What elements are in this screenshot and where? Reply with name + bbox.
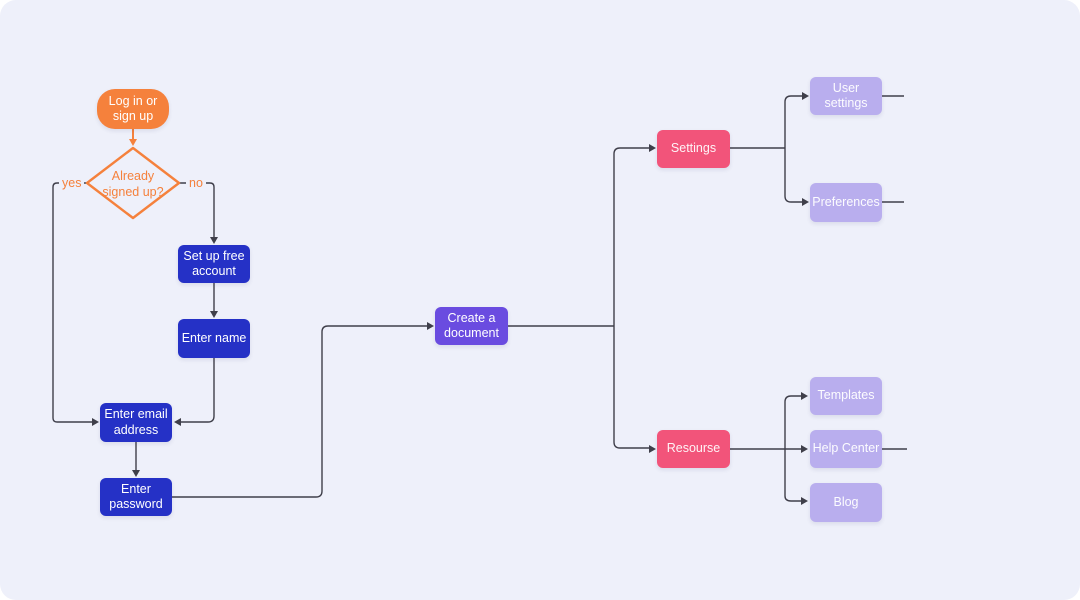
arrowhead <box>801 392 808 400</box>
arrowhead-orange <box>129 139 137 146</box>
node-label: Blog <box>833 494 859 509</box>
node-label: Set up free account <box>183 248 245 279</box>
edge-split-to-preferences <box>784 148 803 203</box>
node-label: Help Center <box>812 441 880 456</box>
node-preferences[interactable]: Preferences <box>810 183 882 222</box>
edge-label-yes: yes <box>59 176 85 190</box>
node-label: Settings <box>670 141 717 156</box>
edge-decision-yes-to-email <box>52 182 93 423</box>
node-label: Create a document <box>444 310 499 341</box>
edge-name-to-email <box>180 358 215 423</box>
arrowhead <box>802 92 809 100</box>
edge-password-to-create <box>172 325 428 498</box>
arrowhead <box>92 418 99 426</box>
node-enter-name[interactable]: Enter name <box>178 319 250 358</box>
arrowhead <box>649 144 656 152</box>
arrowhead <box>801 445 808 453</box>
arrowhead <box>132 470 140 477</box>
node-help-center[interactable]: Help Center <box>810 430 882 468</box>
node-decision-label: Already signed up? <box>88 167 178 201</box>
edge-split-to-resourse <box>613 326 650 449</box>
arrowhead <box>801 497 808 505</box>
node-login-signup[interactable]: Log in or sign up <box>97 89 169 129</box>
node-templates[interactable]: Templates <box>810 377 882 415</box>
arrowhead <box>649 445 656 453</box>
node-enter-password[interactable]: Enter password <box>100 478 172 516</box>
node-label: Enter password <box>109 481 163 512</box>
node-label: Already signed up? <box>102 168 164 199</box>
node-create-document[interactable]: Create a document <box>435 307 508 345</box>
node-label: Templates <box>817 388 875 403</box>
node-label: Enter name <box>181 330 247 345</box>
node-blog[interactable]: Blog <box>810 483 882 522</box>
edge-split-to-settings <box>613 147 650 326</box>
decision-diamond-shape[interactable] <box>85 146 181 220</box>
node-settings[interactable]: Settings <box>657 130 730 168</box>
node-label: Preferences <box>812 194 880 209</box>
edge-decision-no-to-setup <box>179 182 215 238</box>
node-enter-email-address[interactable]: Enter email address <box>100 403 172 442</box>
arrowhead <box>210 237 218 244</box>
node-label: Resourse <box>666 441 721 456</box>
edge-label-no: no <box>186 176 206 190</box>
node-user-settings[interactable]: User settings <box>810 77 882 115</box>
edge-split-to-blog <box>784 449 802 502</box>
node-setup-free-account[interactable]: Set up free account <box>178 245 250 283</box>
edge-split-to-user-settings <box>784 95 803 148</box>
edge-split-to-templates <box>784 395 802 449</box>
arrowhead <box>427 322 434 330</box>
node-resourse[interactable]: Resourse <box>657 430 730 468</box>
arrowhead <box>802 198 809 206</box>
arrowhead <box>210 311 218 318</box>
node-label: User settings <box>824 80 868 111</box>
node-label: Enter email address <box>104 407 168 437</box>
arrowhead <box>174 418 181 426</box>
node-label: Log in or sign up <box>108 93 158 124</box>
